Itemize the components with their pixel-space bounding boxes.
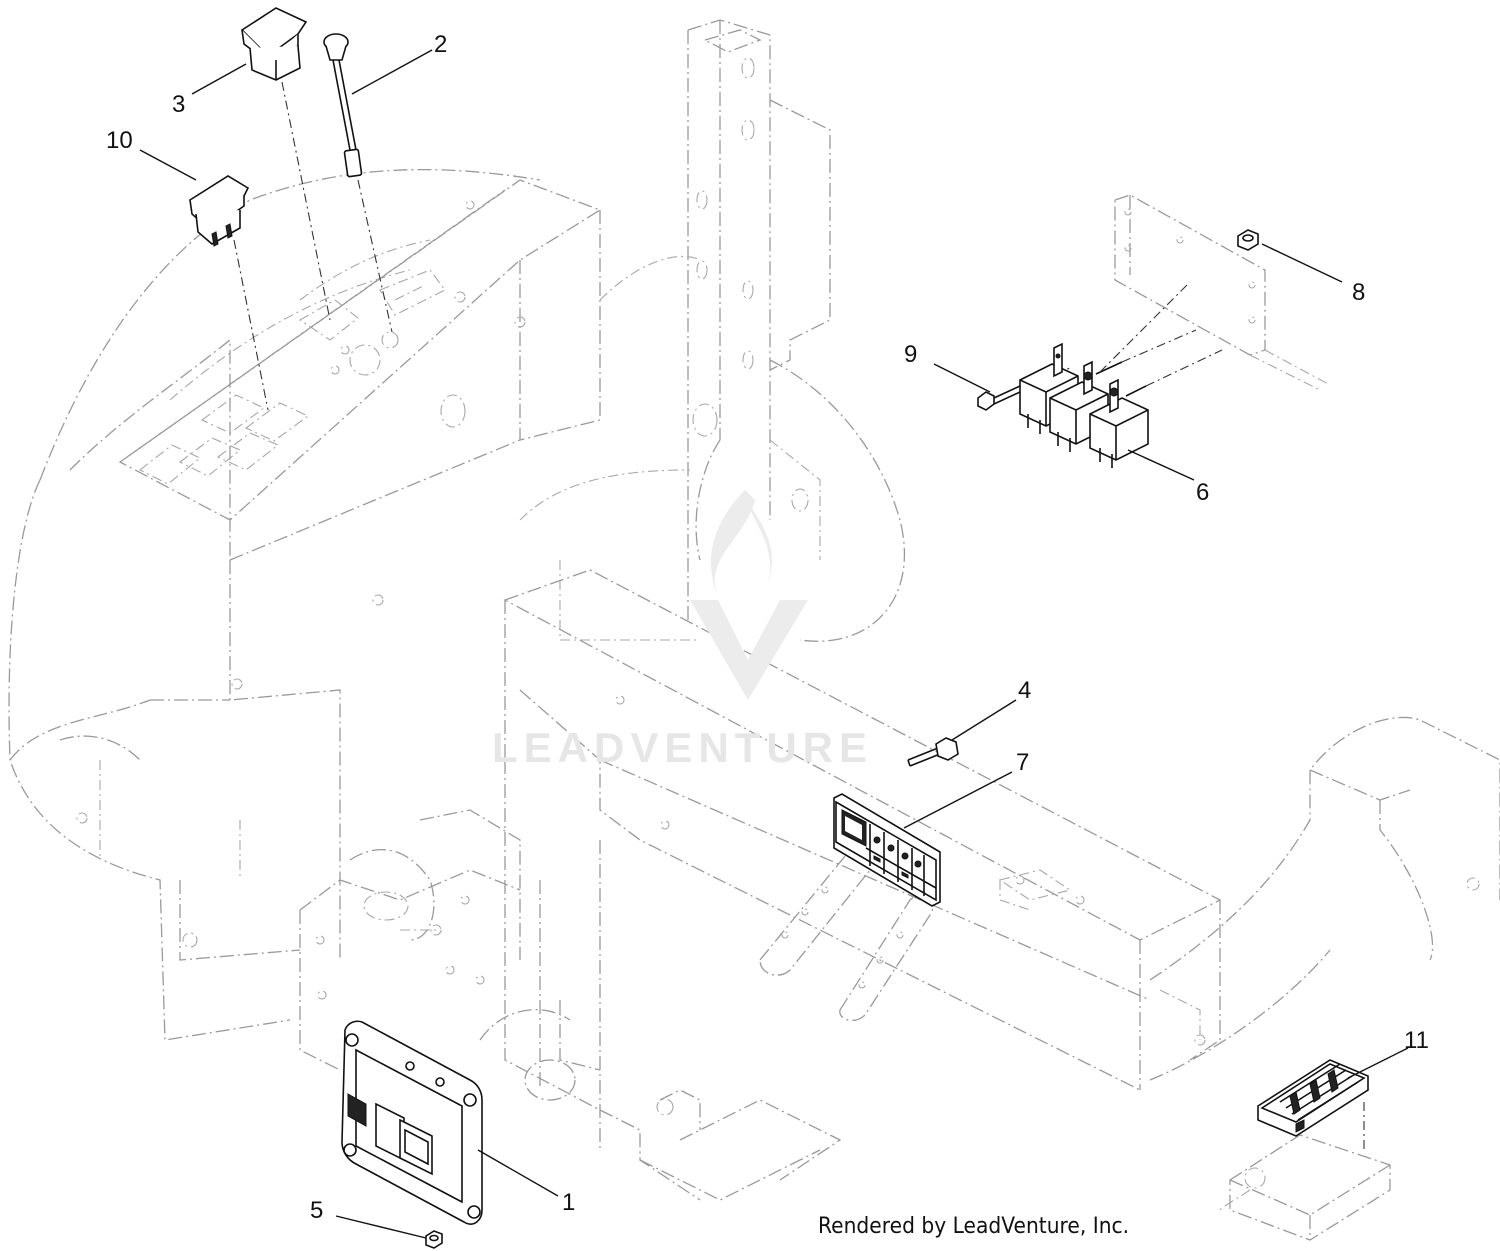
leader-2	[351, 49, 433, 95]
callout-1: 1	[562, 1189, 575, 1216]
part-10-switch	[188, 175, 269, 411]
leader-3	[191, 63, 247, 95]
leader-6	[1127, 449, 1195, 481]
leader-9	[933, 363, 991, 393]
part-5-nut	[425, 1230, 443, 1249]
callout-10: 10	[106, 127, 133, 154]
part-7-decal	[833, 793, 941, 907]
callout-8: 8	[1352, 279, 1365, 306]
callout-2: 2	[434, 31, 447, 58]
callout-3: 3	[172, 91, 185, 118]
part-2-lamp	[323, 33, 393, 333]
leader-4	[951, 699, 1017, 741]
part-1-controller	[341, 1020, 483, 1225]
callout-4: 4	[1018, 677, 1031, 704]
callouts: 2 3 10 8 9 6 4 7 1 5 11	[106, 31, 1429, 1224]
leadventure-watermark: LEADVENTURE	[492, 490, 873, 771]
part-3-switch	[240, 7, 331, 321]
part-4-bolt	[907, 737, 959, 767]
callout-6: 6	[1196, 479, 1209, 506]
leader-8	[1261, 243, 1343, 283]
render-credit: Rendered by LeadVenture, Inc.	[818, 1214, 1130, 1239]
callout-5: 5	[310, 1197, 323, 1224]
leader-5	[335, 1215, 427, 1239]
part-8-nut	[1237, 229, 1259, 251]
part-6-relays	[1019, 281, 1223, 468]
part-11-label	[1257, 1059, 1369, 1152]
callout-11: 11	[1404, 1027, 1429, 1054]
leader-lines	[139, 49, 1409, 1239]
leader-7	[903, 771, 1013, 829]
callout-7: 7	[1016, 749, 1029, 776]
leader-1	[477, 1149, 559, 1197]
watermark-text: LEADVENTURE	[492, 724, 873, 771]
leader-11	[1347, 1047, 1409, 1079]
callout-9: 9	[904, 341, 917, 368]
leader-10	[139, 149, 197, 181]
